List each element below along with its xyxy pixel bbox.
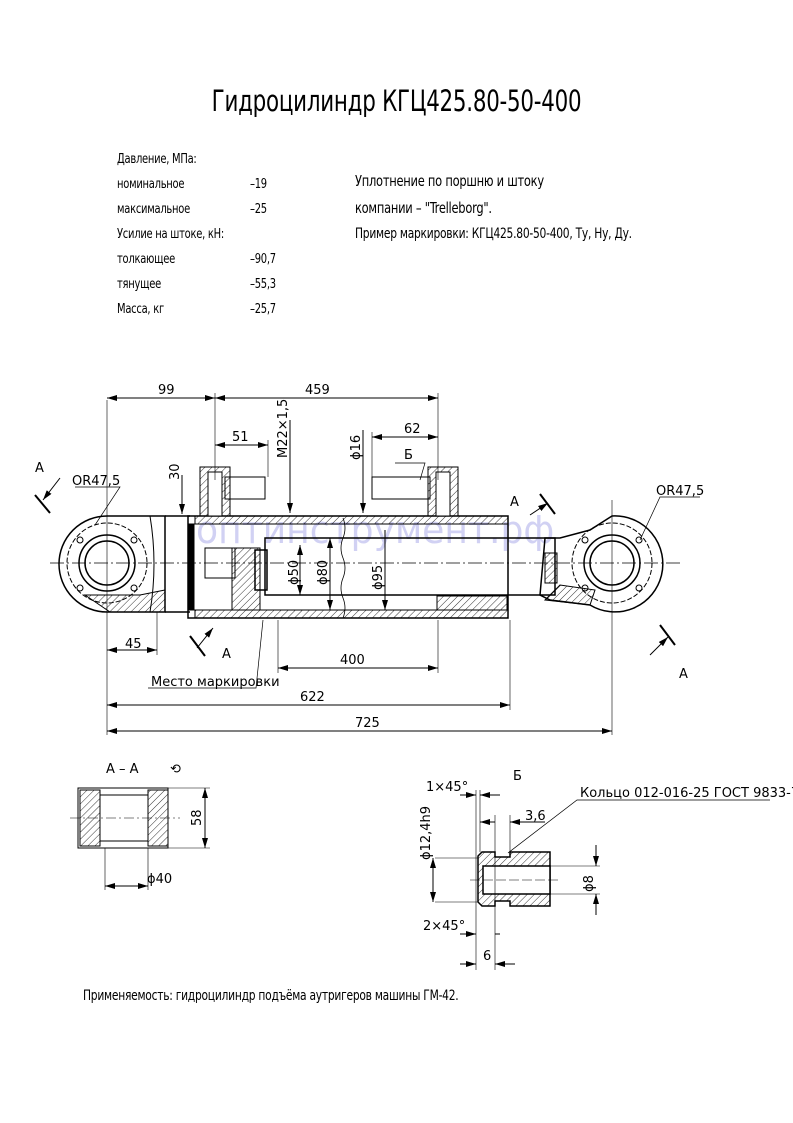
spec-value: –90,7 <box>250 252 276 267</box>
dim-622: 622 <box>300 690 325 705</box>
section-letter: А <box>510 495 519 510</box>
dim-45: 45 <box>125 637 142 652</box>
section-a-a <box>70 787 210 890</box>
detail-b <box>430 790 770 970</box>
dim-d95: ϕ95 <box>371 565 386 590</box>
spec-label: максимальное <box>117 202 190 217</box>
dim-725: 725 <box>355 716 380 731</box>
spec-label: тянущее <box>117 277 161 292</box>
right-eye <box>539 500 664 735</box>
applicability-note: Применяемость: гидроцилиндр подъёма аутр… <box>83 988 459 1004</box>
chamfer-2x45: 2×45° <box>423 919 465 934</box>
detail-letter: Б <box>404 448 413 463</box>
dim-3-6: 3,6 <box>525 809 546 824</box>
dim-6: 6 <box>483 949 491 964</box>
marking-place-label: Место маркировки <box>151 675 280 690</box>
dim-400: 400 <box>340 653 365 668</box>
spec-value: –55,3 <box>250 277 276 292</box>
dim-m22: M22×1,5 <box>276 399 291 458</box>
drawing-title: Гидроцилиндр КГЦ425.80-50-400 <box>211 84 582 118</box>
dim-d50: ϕ50 <box>287 560 302 585</box>
dim-d8: ϕ8 <box>582 875 597 892</box>
marking-example: Пример маркировки: КГЦ425.80-50-400, Ту,… <box>355 226 632 242</box>
dim-30: 30 <box>168 463 183 480</box>
spec-label: Масса, кг <box>117 302 164 317</box>
ring-label: Кольцо 012-016-25 ГОСТ 9833-73 <box>580 786 793 801</box>
left-eye <box>58 400 190 735</box>
dim-459: 459 <box>305 383 330 398</box>
spec-value: –19 <box>250 177 267 192</box>
chamfer-1x45: 1×45° <box>426 780 468 795</box>
force-header: Усилие на штоке, кН: <box>117 227 224 242</box>
dim-51: 51 <box>232 430 249 445</box>
dim-or-left: OR47,5 <box>72 474 120 489</box>
spec-value: –25 <box>250 202 267 217</box>
dim-d16: ϕ16 <box>349 435 364 460</box>
rotate-symbol-icon: ⟲ <box>170 762 181 777</box>
dim-d40: ϕ40 <box>147 872 172 887</box>
spec-label: толкающее <box>117 252 176 267</box>
spec-value: –25,7 <box>250 302 276 317</box>
seal-note-line2: компании – "Trelleborg". <box>355 199 492 217</box>
dim-or-right: OR47,5 <box>656 484 704 499</box>
pressure-header: Давление, МПа: <box>117 152 197 167</box>
dim-99: 99 <box>158 383 175 398</box>
detail-title: Б <box>513 769 522 784</box>
spec-label: номинальное <box>117 177 185 192</box>
dim-62: 62 <box>404 422 421 437</box>
section-letter: А <box>222 647 231 662</box>
seal-note-line1: Уплотнение по поршню и штоку <box>355 172 544 190</box>
section-letter: А <box>679 667 688 682</box>
section-letter: А <box>35 461 44 476</box>
dim-d12-4h9: ϕ12,4h9 <box>419 806 434 860</box>
dim-58: 58 <box>190 809 205 826</box>
section-title: А – А <box>106 762 139 777</box>
dim-d80: ϕ80 <box>316 560 331 585</box>
